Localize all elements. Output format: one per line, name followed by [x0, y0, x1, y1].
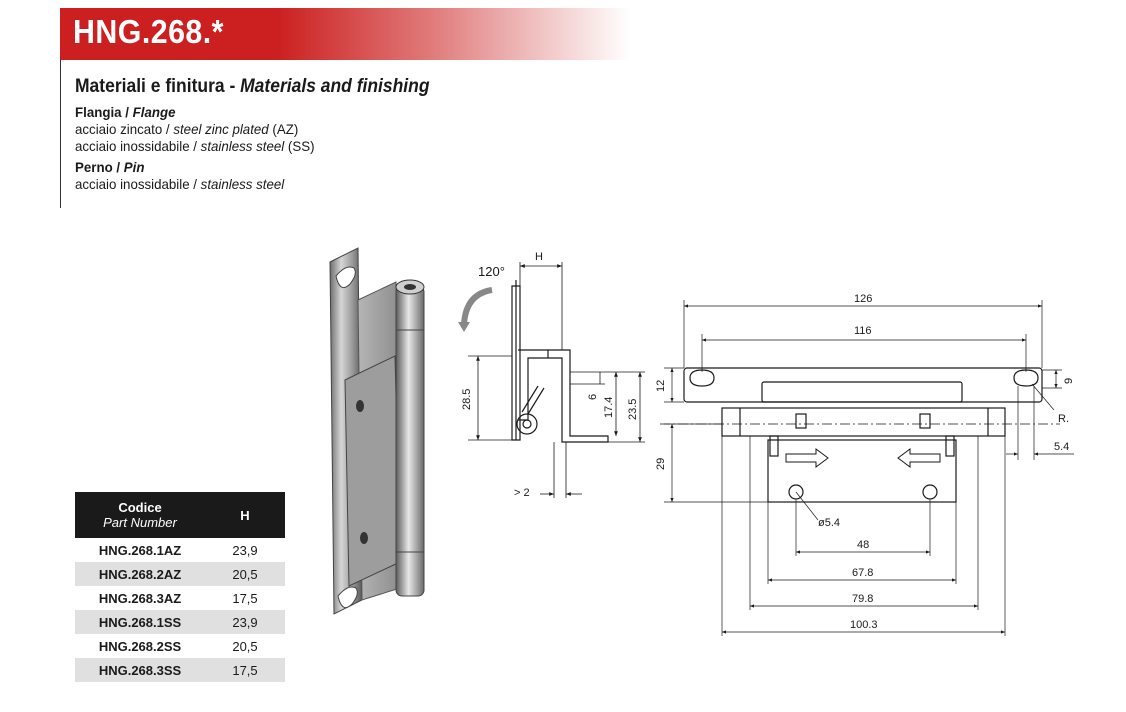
materials-section: Materiali e finitura - Materials and fin… [75, 76, 460, 193]
dim-116: 116 [854, 325, 872, 337]
page-title: HNG.268.* [73, 13, 224, 50]
table-row: HNG.268.2SS 20,5 [75, 634, 285, 658]
side-view-drawing [458, 262, 645, 498]
dim-5-4: 5.4 [1054, 441, 1069, 453]
part-code: HNG.268.2SS [98, 638, 182, 654]
dim-9: 9 [1063, 378, 1075, 384]
part-h: 20,5 [232, 638, 258, 654]
part-h: 23,9 [205, 610, 285, 634]
part-code: HNG.268.1AZ [98, 542, 182, 558]
table-row: HNG.268.3AZ 17,5 [75, 586, 285, 610]
pin-label: Perno / Pin [75, 159, 145, 175]
dim-28-5: 28.5 [461, 389, 473, 410]
part-h: 23,9 [232, 542, 258, 558]
dim-12: 12 [655, 380, 667, 392]
part-code: HNG.268.1SS [75, 610, 205, 634]
dim-79-8: 79.8 [852, 593, 873, 605]
dim-29: 29 [655, 458, 667, 470]
dim-126: 126 [854, 293, 872, 305]
dim-angle: 120° [478, 264, 505, 279]
dim-diameter-5-4: ø5.4 [818, 517, 840, 529]
part-code: HNG.268.3SS [75, 658, 205, 682]
header-code: Codice Part Number [75, 492, 205, 538]
flange-material-1: acciaio zincato / steel zinc plated (AZ) [75, 121, 299, 137]
dim-r: R. [1058, 413, 1069, 425]
part-h: 20,5 [205, 562, 285, 586]
dim-23-5: 23.5 [627, 399, 639, 420]
flange-label: Flangia / Flange [75, 104, 176, 120]
dim-67-8: 67.8 [852, 567, 873, 579]
part-h: 17,5 [232, 590, 258, 606]
part-code: HNG.268.2AZ [75, 562, 205, 586]
part-code: HNG.268.3AZ [98, 590, 182, 606]
dim-48: 48 [857, 539, 869, 551]
dim-17-4: 17.4 [603, 397, 615, 418]
part-h: 17,5 [205, 658, 285, 682]
dim-100-3: 100.3 [850, 619, 878, 631]
header-h: H [205, 492, 285, 538]
dim-h: H [535, 251, 543, 263]
header-band [60, 8, 630, 60]
table-row: HNG.268.1AZ 23,9 [75, 538, 285, 562]
hinge-3d-render [329, 247, 425, 615]
part-number-table: Codice Part Number H HNG.268.1AZ 23,9 HNG… [75, 492, 285, 682]
materials-title: Materiali e finitura - Materials and fin… [75, 76, 430, 97]
front-view-drawing [660, 300, 1074, 636]
flange-material-2: acciaio inossidabile / stainless steel (… [75, 138, 315, 154]
pin-material-1: acciaio inossidabile / stainless steel [75, 176, 285, 192]
dim-6: 6 [587, 394, 599, 400]
table-header-row: Codice Part Number H [75, 492, 285, 538]
left-rule [60, 60, 61, 208]
dim-gt2: > 2 [514, 487, 530, 499]
